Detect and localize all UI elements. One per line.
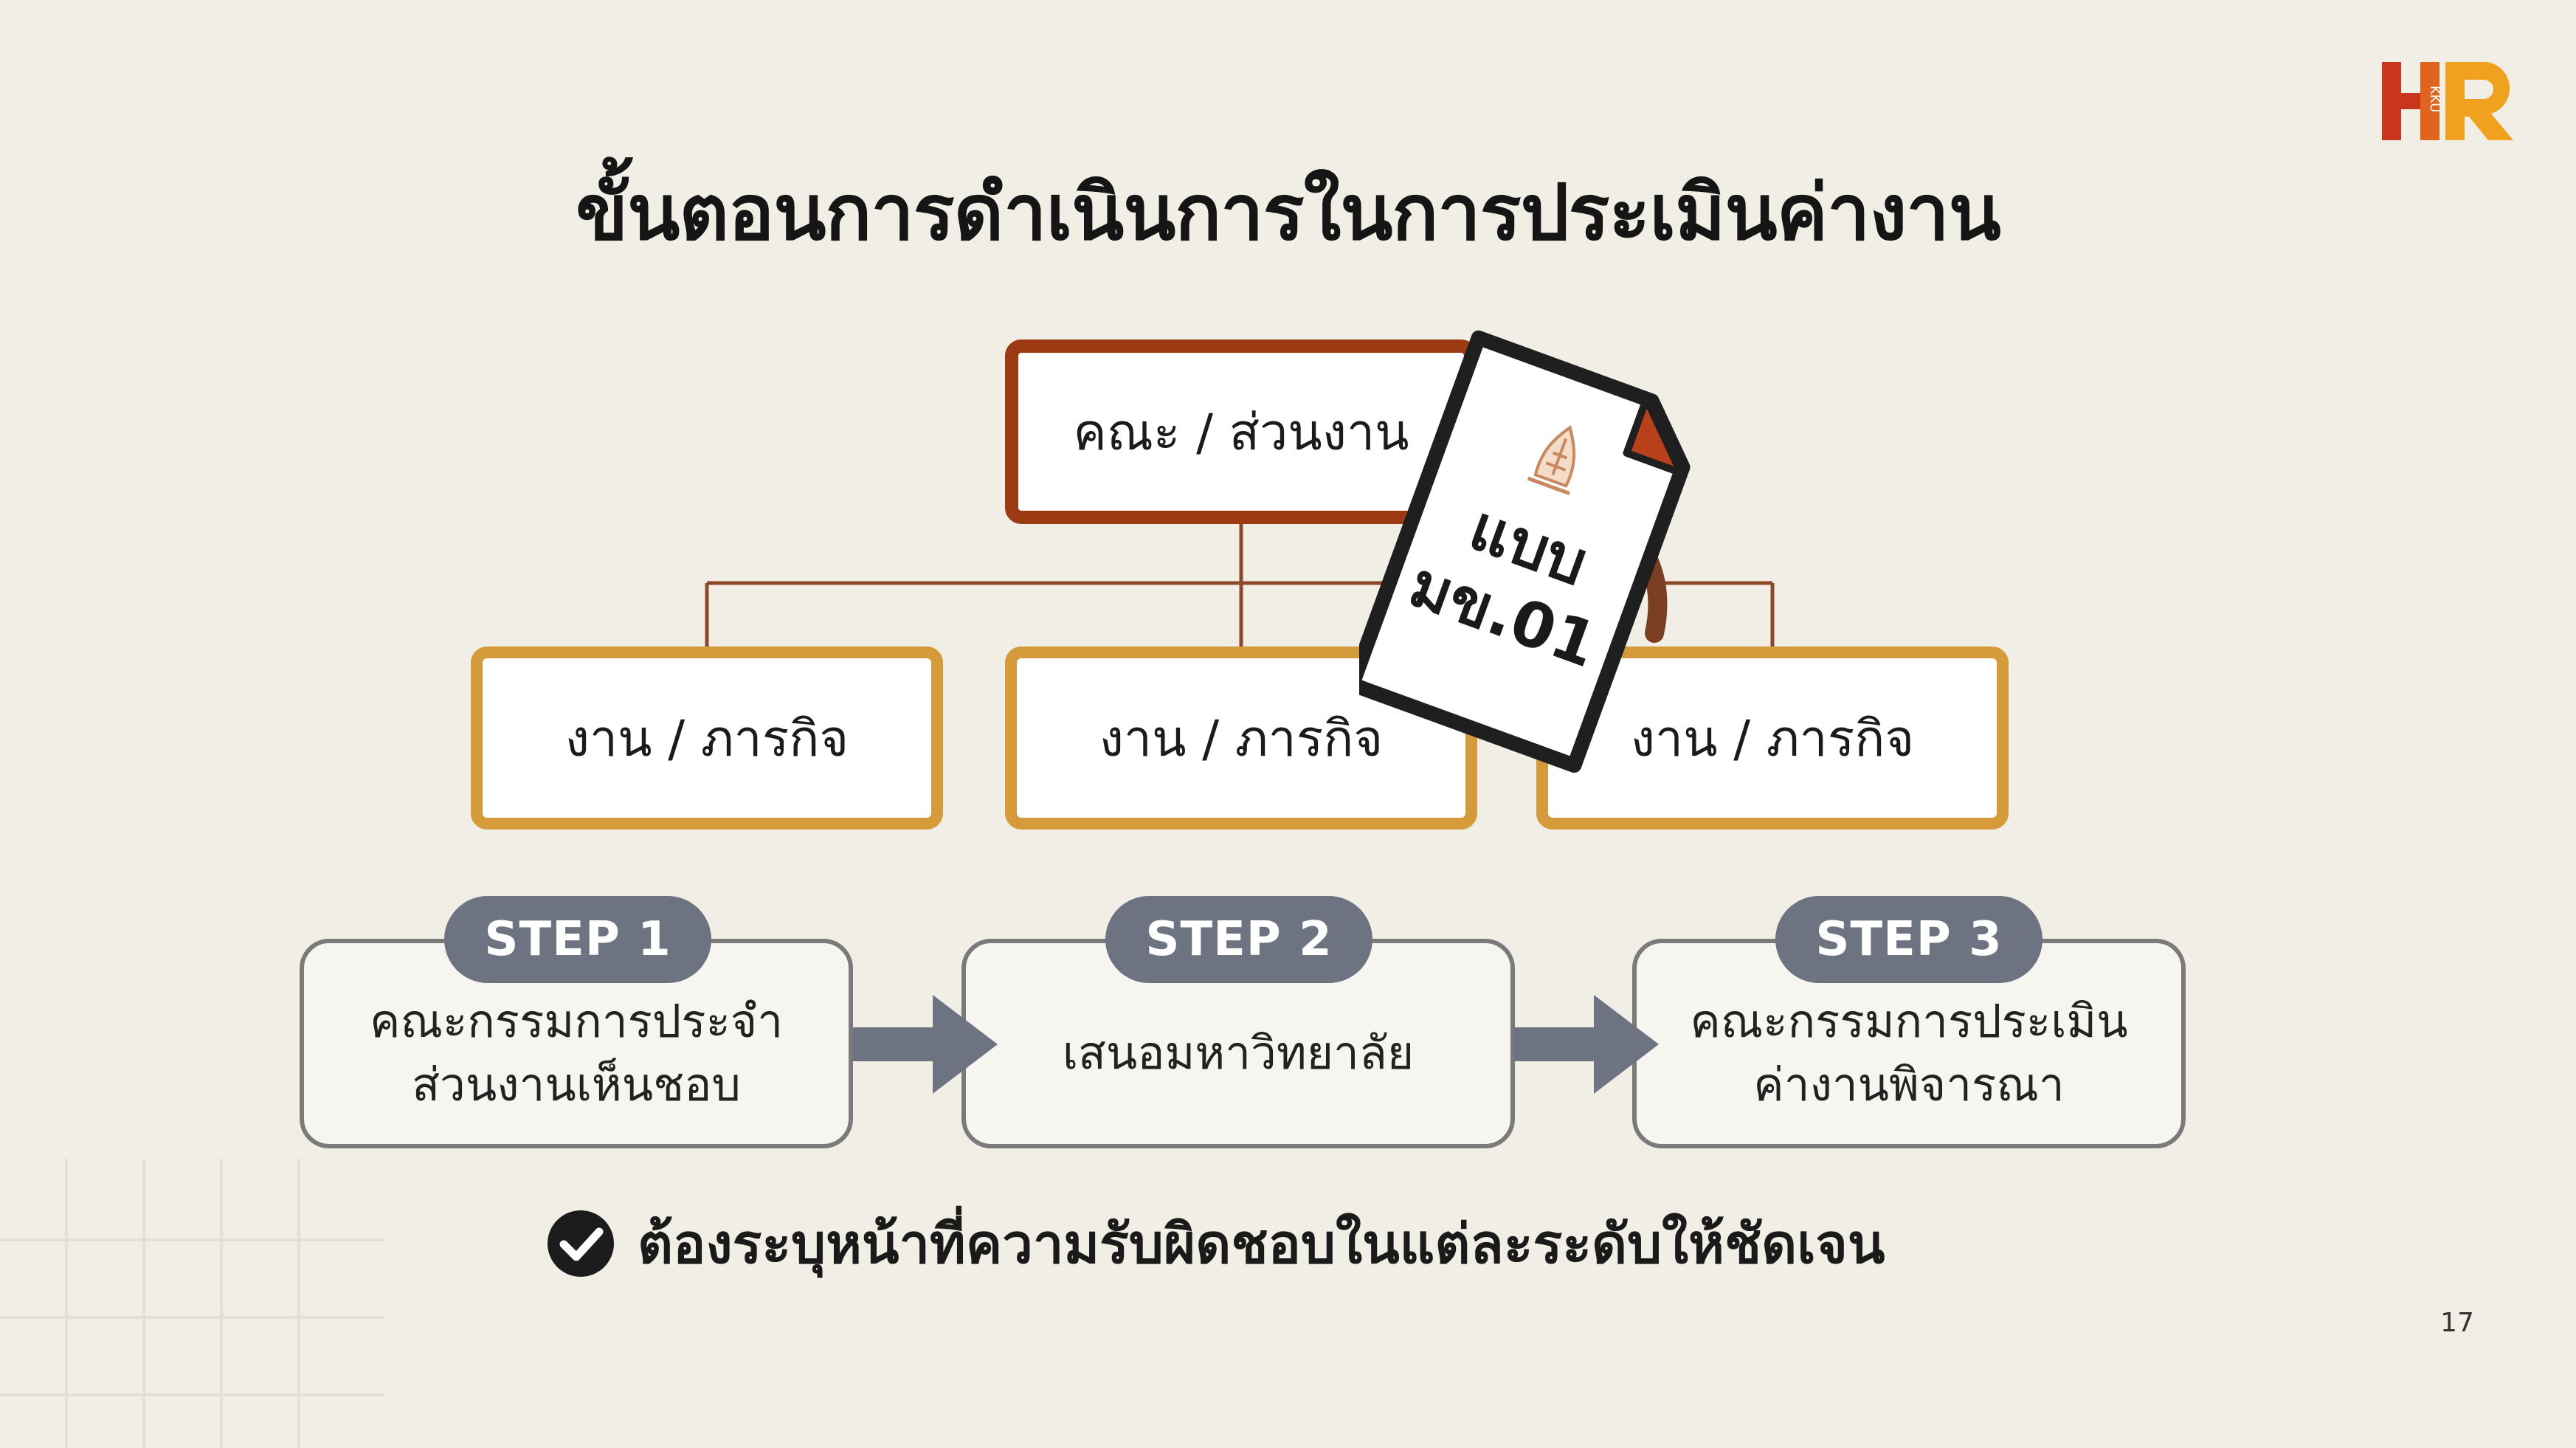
check-circle-icon [548,1210,614,1277]
step-2-badge: STEP 2 [1105,896,1372,983]
logo-subtext: KKU [2427,86,2442,112]
arrow-right-icon [853,995,998,1094]
org-child-box-1: งาน / ภารกิจ [471,647,943,830]
org-child-box-2: งาน / ภารกิจ [1005,647,1477,830]
page-title: ขั้นตอนการดำเนินการในการประเมินค่างาน [576,168,2001,258]
arrow-right-icon [1514,995,1659,1094]
background-grid [0,1159,384,1448]
hr-kku-logo: KKU [2382,62,2513,140]
org-top-box: คณะ / ส่วนงาน [1005,339,1477,524]
note-text: ต้องระบุหน้าที่ความรับผิดชอบในแต่ละระดับ… [638,1213,1885,1276]
page-number: 17 [2440,1308,2474,1338]
form-document: แบบ มข.01 [1359,330,1691,773]
org-child-box-3: งาน / ภารกิจ [1536,647,2009,830]
university-emblem-icon [1527,425,1576,495]
step-3-badge: STEP 3 [1775,896,2043,983]
step-1-badge: STEP 1 [444,896,711,983]
note-row: ต้องระบุหน้าที่ความรับผิดชอบในแต่ละระดับ… [546,1203,1885,1284]
